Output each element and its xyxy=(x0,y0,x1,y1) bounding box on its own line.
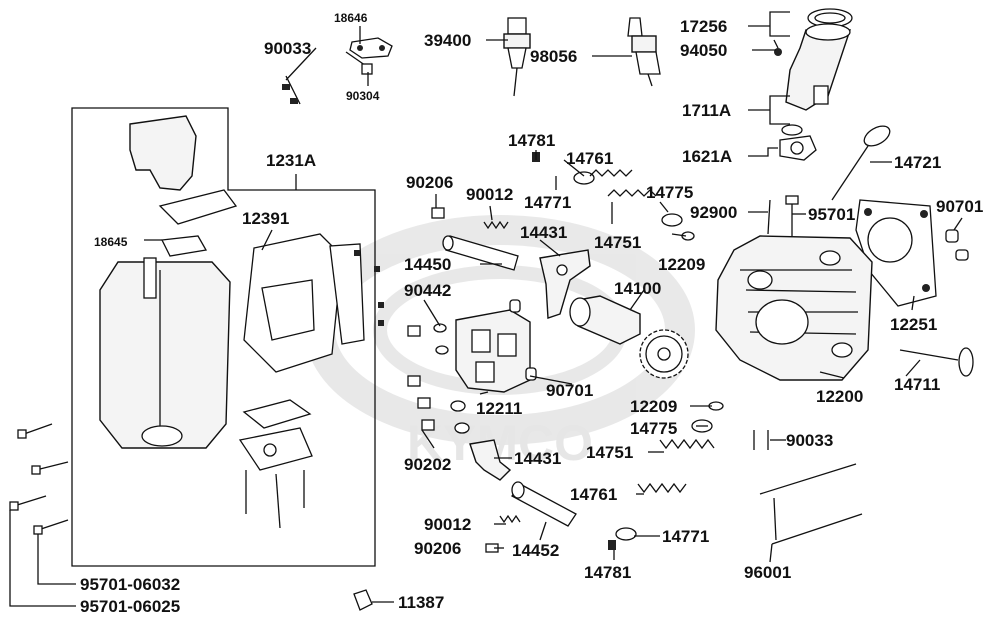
part-1621a-gasket xyxy=(779,124,817,161)
label-90033-top: 90033 xyxy=(264,39,311,58)
label-17256: 17256 xyxy=(680,17,727,36)
part-1711a-intake-pipe xyxy=(773,23,851,111)
label-14431-bottom: 14431 xyxy=(514,449,561,468)
part-12200-cylinder-head xyxy=(715,235,873,381)
part-90701-dowels-right xyxy=(945,229,969,261)
label-95701-06032: 95701-06032 xyxy=(80,575,180,594)
label-14775-bottom: 14775 xyxy=(630,419,677,438)
label-14450: 14450 xyxy=(404,255,451,274)
label-90304: 90304 xyxy=(346,89,380,103)
label-12200: 12200 xyxy=(816,387,863,406)
label-90206-top: 90206 xyxy=(406,173,453,192)
label-12251: 12251 xyxy=(890,315,937,334)
label-18646: 18646 xyxy=(334,11,368,25)
label-90701-right: 90701 xyxy=(936,197,983,216)
part-17256-clamp xyxy=(807,8,853,28)
part-14711-valve xyxy=(899,347,974,377)
part-90442-washers xyxy=(433,323,470,434)
part-90012-spring-top xyxy=(483,220,509,230)
part-90206-nut-top xyxy=(431,207,445,219)
part-18646-bracket xyxy=(345,37,393,75)
part-18645-gasket xyxy=(161,235,208,257)
part-95701-bolt xyxy=(785,195,799,236)
label-14431-top: 14431 xyxy=(520,223,567,242)
label-14721: 14721 xyxy=(894,153,941,172)
part-12251-head-gasket xyxy=(855,199,937,307)
part-14452-rocker-shaft xyxy=(511,481,577,527)
label-14761-bottom: 14761 xyxy=(570,485,617,504)
label-95701-06025: 95701-06025 xyxy=(80,597,180,616)
label-90012-top: 90012 xyxy=(466,185,513,204)
part-14431-rocker-arm-top xyxy=(539,249,591,319)
label-14751-bottom: 14751 xyxy=(586,443,633,462)
label-14100: 14100 xyxy=(614,279,661,298)
label-14761-top: 14761 xyxy=(566,149,613,168)
part-96001-studs xyxy=(759,463,863,545)
part-breather-seal xyxy=(238,399,313,471)
label-14781-top: 14781 xyxy=(508,131,555,150)
label-12209-top: 12209 xyxy=(658,255,705,274)
label-1621a: 1621A xyxy=(682,147,732,166)
kit-1231a-frame xyxy=(71,107,376,567)
part-92900-stud xyxy=(767,199,771,235)
label-90701-middle: 90701 xyxy=(546,381,593,400)
part-90033-top xyxy=(282,75,301,105)
part-39400-sensor xyxy=(503,17,531,97)
part-98056-spark-plug xyxy=(627,17,661,87)
label-12391: 12391 xyxy=(242,209,289,228)
part-11387-clip xyxy=(353,589,373,611)
part-90033-bottom xyxy=(753,430,769,450)
part-90202-nuts xyxy=(407,325,435,431)
label-90202: 90202 xyxy=(404,455,451,474)
label-14775-top: 14775 xyxy=(646,183,693,202)
part-14721-valve xyxy=(831,125,891,201)
part-kit-small-bolts xyxy=(354,250,384,326)
leader-lines xyxy=(9,11,963,607)
label-94050: 94050 xyxy=(680,41,727,60)
part-12391-cover-gasket xyxy=(243,233,365,373)
part-14100-camshaft xyxy=(569,295,689,379)
label-14771-bottom: 14771 xyxy=(662,527,709,546)
label-96001: 96001 xyxy=(744,563,791,582)
part-valve-spring-bottom xyxy=(608,401,724,550)
part-14450-rocker-shaft xyxy=(442,235,519,271)
label-90033-bottom: 90033 xyxy=(786,431,833,450)
label-14452: 14452 xyxy=(512,541,559,560)
part-90012-spring-bottom xyxy=(499,514,521,524)
part-labels: 18646 90033 90304 39400 98056 17256 9405… xyxy=(80,11,983,616)
label-90442: 90442 xyxy=(404,281,451,300)
label-18645: 18645 xyxy=(94,235,128,249)
label-90206-bottom: 90206 xyxy=(414,539,461,558)
label-95701: 95701 xyxy=(808,205,855,224)
label-12211: 12211 xyxy=(476,399,522,418)
label-14711: 14711 xyxy=(894,375,940,394)
label-98056: 98056 xyxy=(530,47,577,66)
part-breather-tube xyxy=(129,115,238,225)
part-95701-side-bolts xyxy=(9,423,69,535)
part-14431-rocker-arm-bottom xyxy=(469,439,512,481)
part-valve-cover xyxy=(99,257,231,449)
label-11387: 11387 xyxy=(398,593,444,612)
label-12209-bottom: 12209 xyxy=(630,397,677,416)
label-1231a: 1231A xyxy=(266,151,316,170)
label-92900: 92900 xyxy=(690,203,737,222)
label-39400: 39400 xyxy=(424,31,471,50)
label-90012-bottom: 90012 xyxy=(424,515,471,534)
part-kit-long-bolts xyxy=(245,470,305,529)
label-14781-bottom: 14781 xyxy=(584,563,631,582)
label-14751-top: 14751 xyxy=(594,233,641,252)
label-14771-top: 14771 xyxy=(524,193,571,212)
part-12211-rocker-holder xyxy=(455,309,531,393)
label-1711a: 1711A xyxy=(682,101,731,120)
